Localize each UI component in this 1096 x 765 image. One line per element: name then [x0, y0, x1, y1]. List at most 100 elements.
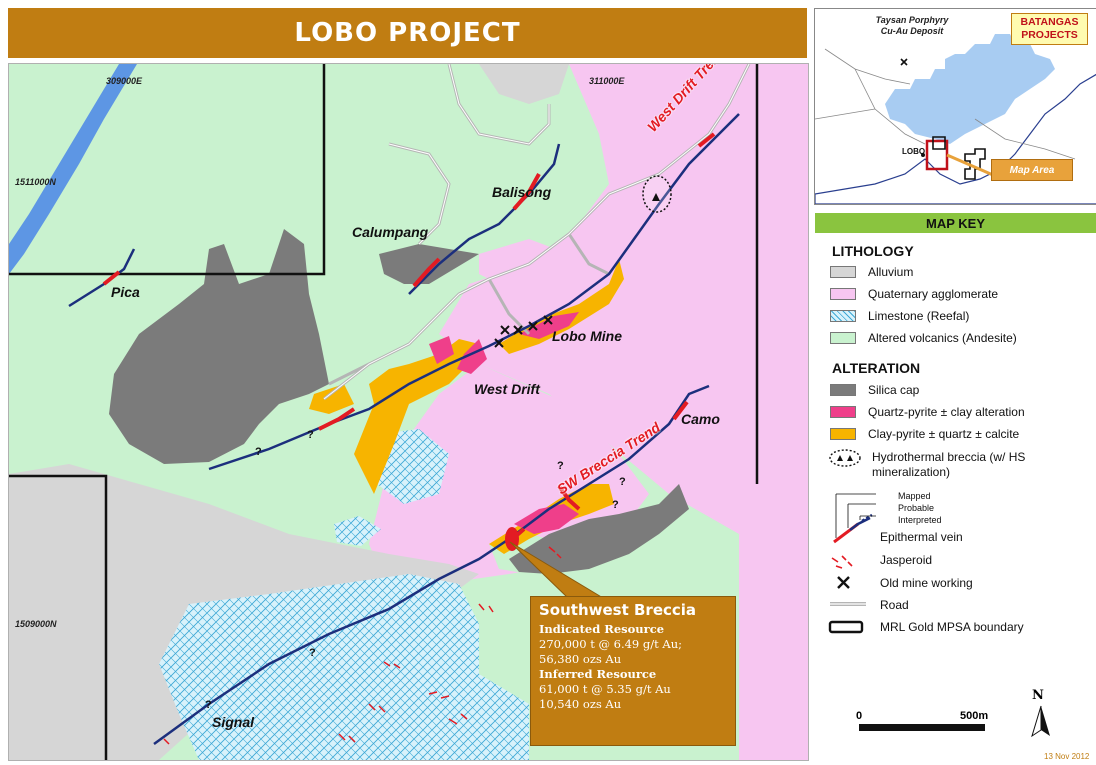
- callout-indicated-line2: 56,380 ozs Au: [539, 652, 622, 666]
- inset-tenement-outline: [932, 136, 946, 150]
- silica-cap-main: [109, 229, 329, 464]
- inset-lobo-dot: [921, 153, 925, 157]
- inset-mine-symbol: [900, 58, 908, 66]
- quaternary-east: [439, 64, 808, 760]
- inset-blue-tenements: [885, 34, 1055, 144]
- inset-batangas-label: BATANGAS PROJECTS: [1011, 13, 1088, 45]
- key-label-quaternary: Quaternary agglomerate: [868, 287, 999, 301]
- inset-batangas-line2: PROJECTS: [1021, 29, 1078, 41]
- north-label: N: [1032, 688, 1044, 703]
- label-balisong: Balisong: [492, 184, 552, 200]
- label-signal: Signal: [212, 714, 255, 730]
- key-label-road: Road: [880, 598, 909, 612]
- swatch-clay-pyrite: [830, 428, 856, 440]
- key-label-epithermal: Epithermal vein: [880, 530, 963, 544]
- key-label-jasperoid: Jasperoid: [880, 553, 933, 567]
- river: [9, 64, 137, 274]
- location-inset-map[interactable]: Taysan Porphyry Cu-Au Deposit BATANGAS P…: [814, 8, 1096, 205]
- grid-label-311000e: 311000E: [589, 76, 625, 86]
- map-canvas: [9, 64, 808, 760]
- label-lobo-mine: Lobo Mine: [552, 328, 622, 344]
- key-label-hydro-line1: Hydrothermal breccia (w/ HS: [872, 450, 1026, 464]
- grid-label-309000e: 309000E: [106, 76, 143, 86]
- swatch-limestone: [830, 310, 856, 322]
- callout-inferred-line1: 61,000 t @ 5.35 g/t Au: [539, 682, 671, 696]
- breccia-symbol-icon: [829, 449, 861, 467]
- key-label-alluvium: Alluvium: [868, 265, 914, 279]
- quartz-pyrite-sw: [514, 504, 579, 534]
- inset-lobo-label: LOBO: [902, 147, 926, 156]
- alluvium-north: [479, 64, 569, 104]
- label-calumpang: Calumpang: [352, 224, 429, 240]
- callout-heading: Southwest Breccia: [539, 601, 697, 619]
- question-mark: ?: [205, 699, 212, 711]
- key-label-old-mine: Old mine working: [880, 576, 973, 590]
- label-west-drift: West Drift: [474, 381, 540, 397]
- grid-label-1509000n: 1509000N: [15, 619, 57, 629]
- key-label-mpsa: MRL Gold MPSA boundary: [880, 620, 1024, 634]
- key-label-probable: Probable: [898, 503, 935, 513]
- scale-bar: [859, 724, 985, 731]
- key-item-volcanics: Altered volcanics (Andesite): [830, 330, 1017, 346]
- road-icon: [830, 602, 866, 606]
- key-label-clay-pyrite: Clay-pyrite ± quartz ± calcite: [868, 427, 1020, 441]
- label-camo: Camo: [681, 411, 720, 427]
- swatch-alluvium: [830, 266, 856, 278]
- clay-pyrite-west: [309, 384, 354, 414]
- inset-batangas-line1: BATANGAS: [1020, 16, 1079, 28]
- question-mark: ?: [307, 429, 314, 441]
- clay-pyrite-westdrift: [354, 339, 479, 494]
- map-key-title: MAP KEY: [815, 213, 1096, 233]
- key-item-quartz-pyrite: Quartz-pyrite ± clay alteration: [830, 404, 1025, 420]
- callout-indicated-line1: 270,000 t @ 6.49 g/t Au;: [539, 637, 683, 651]
- quartz-pyrite-sw2: [429, 336, 454, 364]
- key-item-clay-pyrite: Clay-pyrite ± quartz ± calcite: [830, 426, 1019, 442]
- key-label-volcanics: Altered volcanics (Andesite): [868, 331, 1017, 345]
- key-label-limestone: Limestone (Reefal): [868, 309, 970, 323]
- key-item-silica: Silica cap: [830, 382, 919, 398]
- callout-inferred-line2: 10,540 ozs Au: [539, 697, 622, 711]
- scale-end: 500m: [960, 710, 989, 722]
- vein-key-icon: [833, 493, 876, 544]
- limestone-small: [334, 516, 381, 546]
- key-lithology-heading: LITHOLOGY: [832, 243, 914, 259]
- date-label: 13 Nov 2012: [1044, 752, 1090, 761]
- silica-cap-calumpang: [379, 244, 479, 284]
- question-mark: ?: [255, 446, 262, 458]
- grid-label-1511000n: 1511000N: [15, 177, 56, 187]
- callout-indicated-label: Indicated Resource: [539, 622, 665, 636]
- key-item-limestone: Limestone (Reefal): [830, 308, 969, 324]
- swatch-silica: [830, 384, 856, 396]
- roads-inner: [323, 64, 750, 400]
- inset-map-area-label: Map Area: [991, 159, 1073, 181]
- key-label-silica: Silica cap: [868, 383, 920, 397]
- inset-roads: [815, 48, 1076, 160]
- breccia-triangle: [652, 193, 660, 201]
- limestone-south: [159, 574, 529, 760]
- mpsa-boundary-south: [9, 474, 108, 760]
- swatch-volcanics: [830, 332, 856, 344]
- swatch-quartz-pyrite: [830, 406, 856, 418]
- southwest-breccia-callout: Southwest Breccia Indicated Resource 270…: [530, 596, 736, 746]
- limestone-central: [377, 429, 449, 504]
- north-arrow-icon: [1031, 705, 1050, 738]
- quartz-pyrite-lobo: [519, 312, 579, 339]
- question-mark: ?: [309, 647, 316, 659]
- swatch-quaternary: [830, 288, 856, 300]
- inset-map-area-pointer: [946, 153, 994, 177]
- key-alteration-heading: ALTERATION: [832, 360, 921, 376]
- geology-map[interactable]: 309000E 311000E 1511000N 1509000N Baliso…: [8, 63, 809, 761]
- question-mark: ?: [557, 460, 564, 472]
- mpsa-icon: [828, 620, 864, 634]
- question-mark: ?: [619, 476, 626, 488]
- page-title: LOBO PROJECT: [8, 8, 807, 58]
- jasperoid-marks: [163, 546, 562, 745]
- key-label-quartz-pyrite: Quartz-pyrite ± clay alteration: [868, 405, 1025, 419]
- quaternary-north2: [649, 239, 719, 304]
- label-pica: Pica: [111, 284, 140, 300]
- question-mark: ?: [612, 499, 619, 511]
- quartz-pyrite-westdrift: [457, 339, 487, 374]
- key-label-interpreted: Interpreted: [898, 515, 942, 525]
- scale-zero: 0: [856, 710, 863, 722]
- old-mine-icon: [837, 576, 850, 589]
